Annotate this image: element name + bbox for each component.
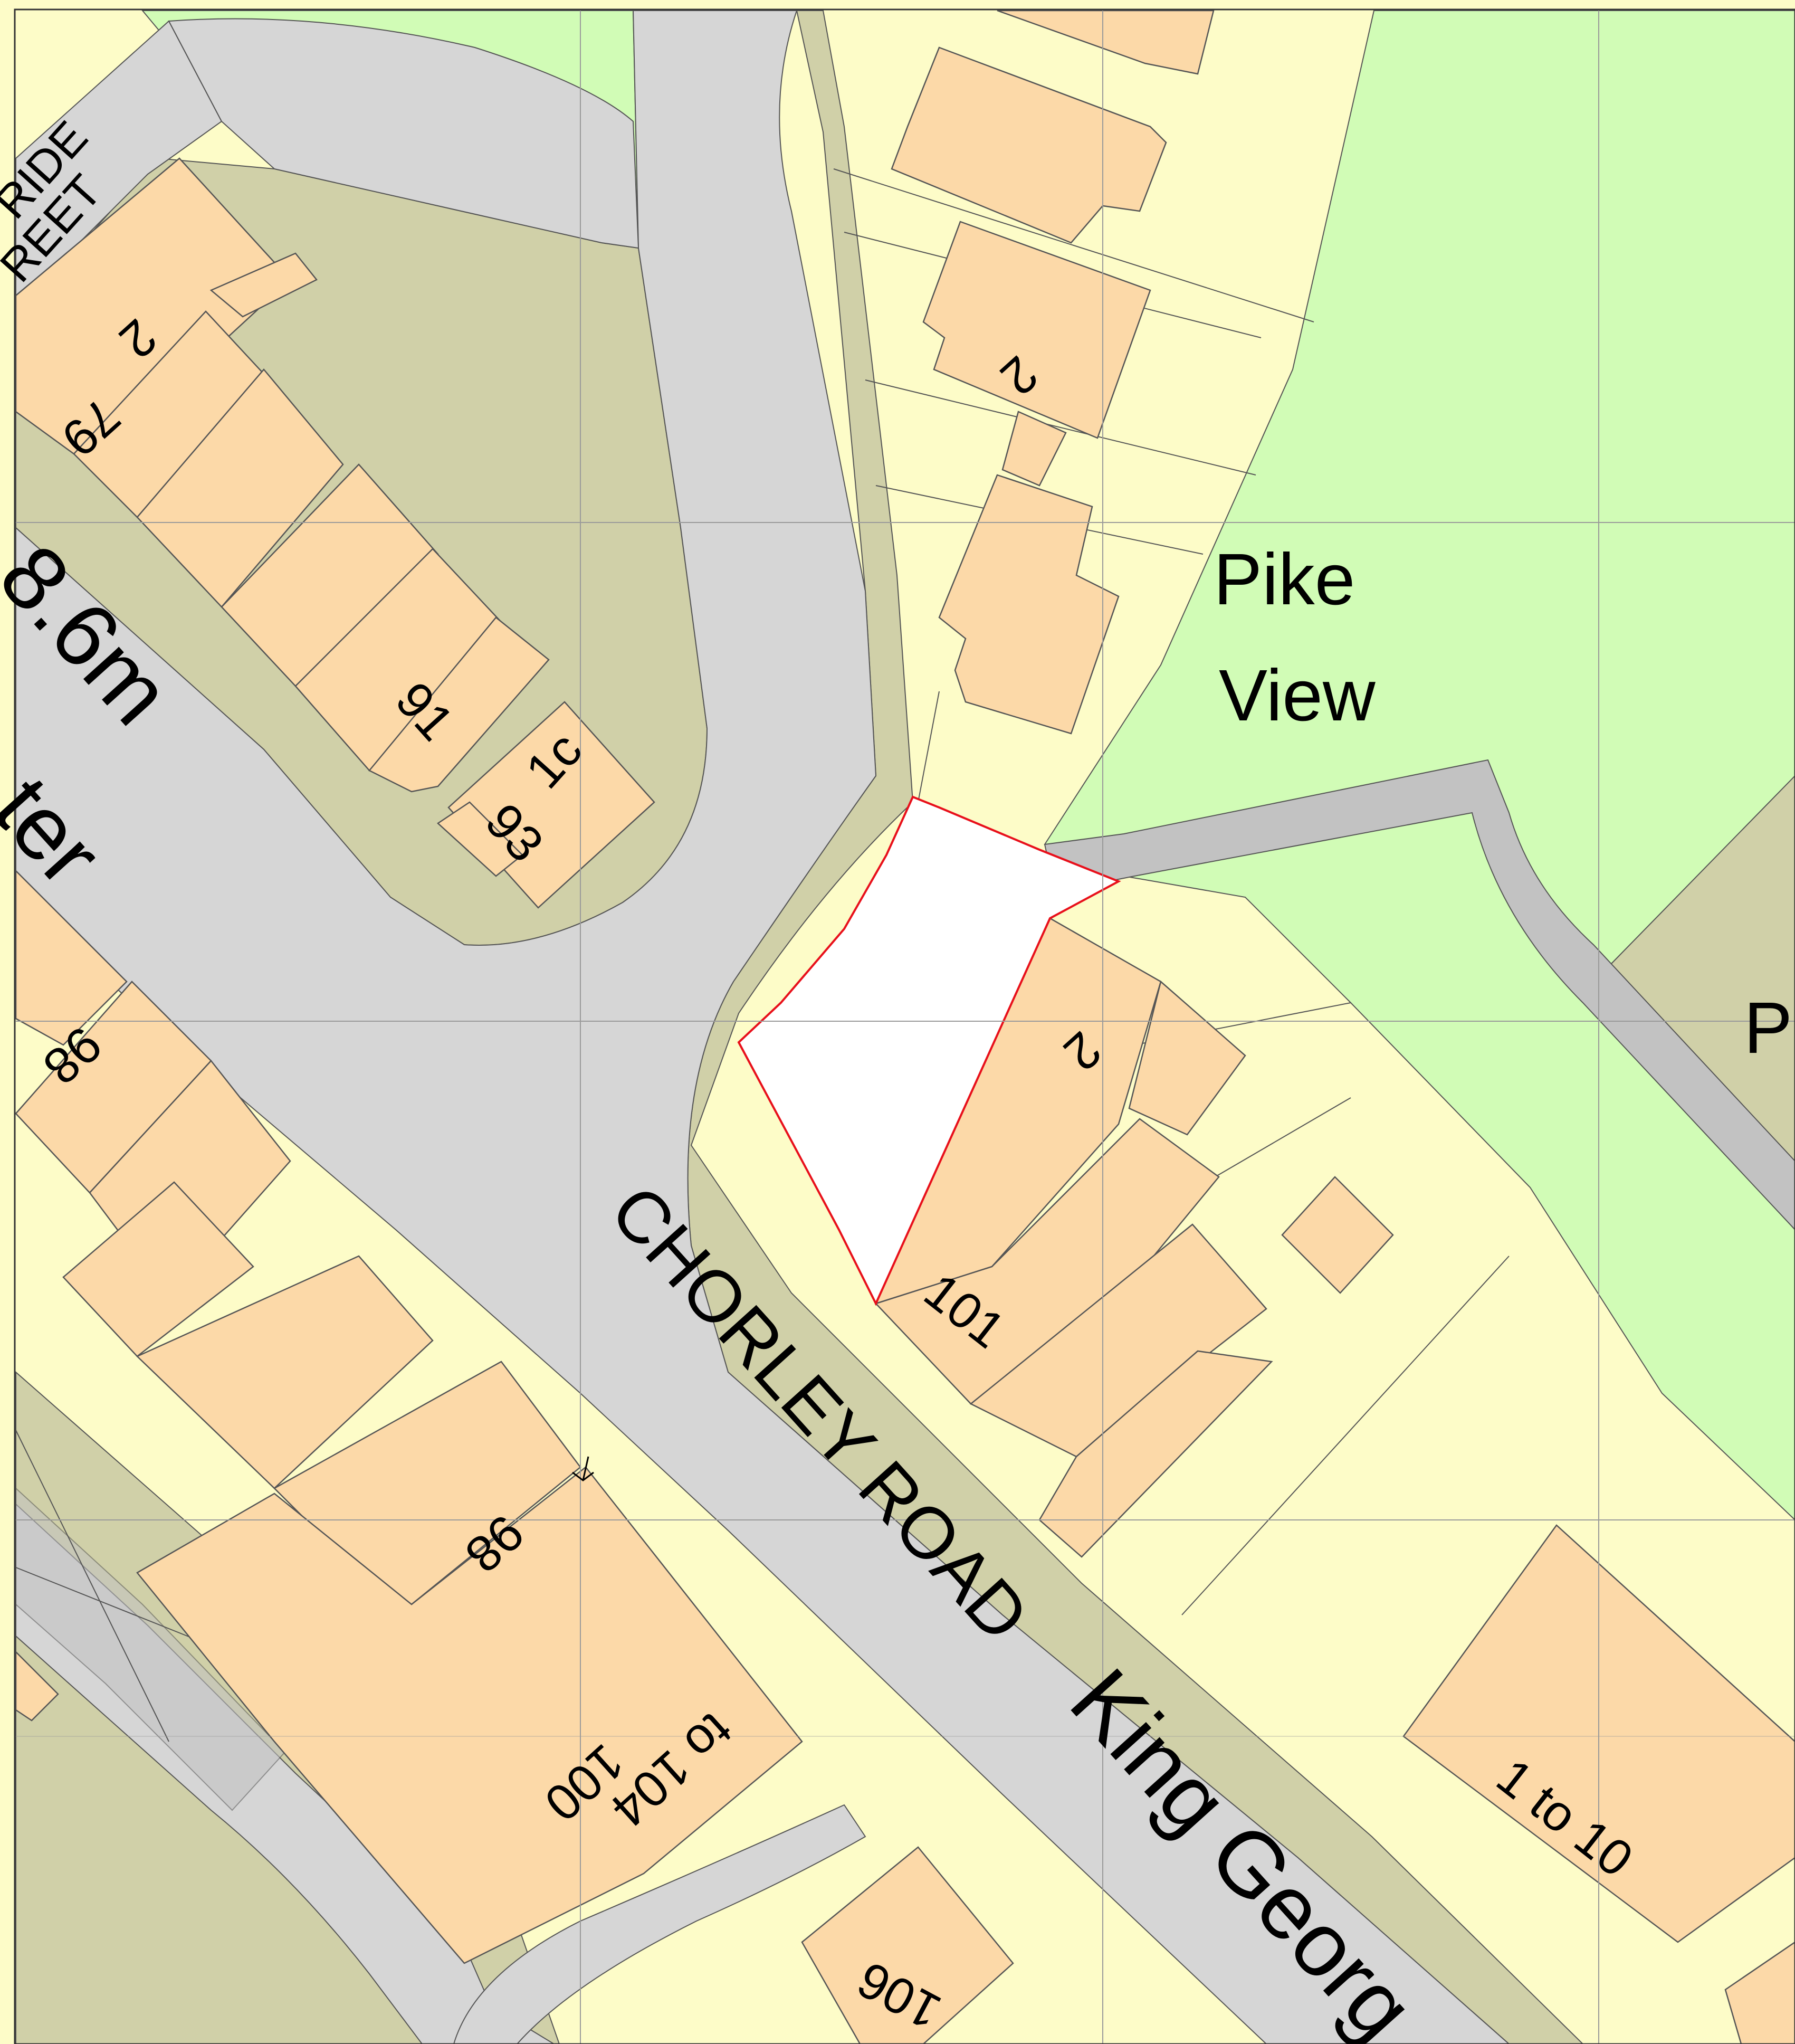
parcel-line [15, 1567, 201, 1642]
building [1128, 980, 1246, 1136]
building [969, 1223, 1267, 1458]
parcel-line [833, 168, 1314, 322]
building [1001, 411, 1067, 487]
parcel-line [865, 379, 1256, 476]
building [1724, 1941, 1795, 2044]
area-label-view: View [1219, 655, 1376, 736]
green-pike-view [1044, 10, 1795, 1521]
parcel-line [1181, 1256, 1510, 1615]
building-house-106 [801, 1846, 1014, 2044]
footpath-lower-left [15, 1487, 286, 1811]
building [1038, 1350, 1273, 1558]
building [136, 1255, 434, 1489]
parcel-line [918, 691, 940, 803]
building-house-98-top [15, 869, 128, 1046]
map-frame [14, 8, 1795, 2044]
road-side-street [15, 20, 223, 308]
area-label-p: P [1744, 987, 1792, 1069]
building [136, 368, 344, 608]
buildings [15, 9, 1795, 2044]
parcel-line [15, 1430, 169, 1742]
benchmark-arrow-icon [572, 1456, 594, 1481]
footpath-pike-view [1044, 759, 1795, 1231]
building [15, 1650, 59, 1722]
building [436, 801, 523, 877]
road-chorley-road [15, 10, 1510, 2044]
building [997, 9, 1215, 75]
site-boundary [737, 795, 1121, 1306]
building [1281, 1176, 1394, 1294]
building [62, 1181, 254, 1357]
road-top-loop [168, 18, 639, 249]
building-house-2-north [922, 221, 1151, 439]
map-grid [16, 11, 1795, 2044]
building [938, 474, 1120, 735]
building-house-100-104 [136, 1466, 803, 1964]
footpaths [15, 759, 1795, 1811]
building-house-91 [368, 616, 550, 793]
area-label-pike: Pike [1214, 539, 1355, 620]
building [209, 252, 318, 318]
